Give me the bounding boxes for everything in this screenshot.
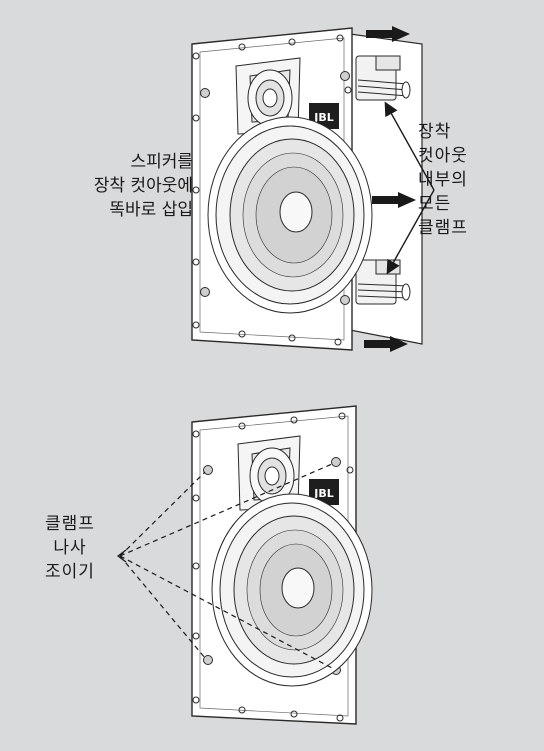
clamps-line-1: 장착 bbox=[418, 122, 452, 142]
screw-line-3: 조이기 bbox=[45, 562, 95, 582]
tweeter-top bbox=[235, 57, 301, 135]
insert-line-1: 스피커를 bbox=[130, 152, 193, 172]
clamps-label: 장착 컷아웃 내부의 모든 클램프 bbox=[418, 120, 508, 240]
screw-leader-lines bbox=[119, 463, 333, 669]
clamp-top bbox=[355, 55, 411, 101]
insert-line-3: 똑바로 삽입 bbox=[109, 200, 193, 220]
clamp-bottom bbox=[355, 259, 411, 305]
clamp-pointers bbox=[384, 101, 435, 275]
clamps-line-4: 모든 bbox=[418, 194, 452, 214]
tighten-screws-label: 클램프 나사 조이기 bbox=[30, 512, 110, 584]
screw-line-1: 클램프 bbox=[45, 514, 95, 534]
top-speaker-illustration: JBL bbox=[191, 27, 423, 351]
bottom-speaker-illustration: JBL bbox=[191, 405, 373, 725]
woofer-top bbox=[207, 116, 373, 314]
screw-leader-origin bbox=[117, 549, 127, 563]
clamps-line-3: 내부의 bbox=[418, 170, 468, 190]
insert-line-2: 장착 컷아웃에 bbox=[93, 176, 193, 196]
woofer-bottom bbox=[211, 493, 373, 687]
clamp-screws-top bbox=[200, 71, 350, 305]
screw-line-2: 나사 bbox=[53, 538, 87, 558]
logo-text-bottom: JBL bbox=[313, 487, 334, 500]
jbl-logo-top: JBL bbox=[309, 103, 339, 129]
insert-speaker-label: 스피커를 장착 컷아웃에 똑바로 삽입 bbox=[58, 150, 193, 222]
clamps-line-2: 컷아웃 bbox=[418, 146, 468, 166]
push-arrows bbox=[364, 26, 416, 352]
clamps-line-5: 클램프 bbox=[418, 218, 468, 238]
logo-text-top: JBL bbox=[313, 111, 334, 124]
